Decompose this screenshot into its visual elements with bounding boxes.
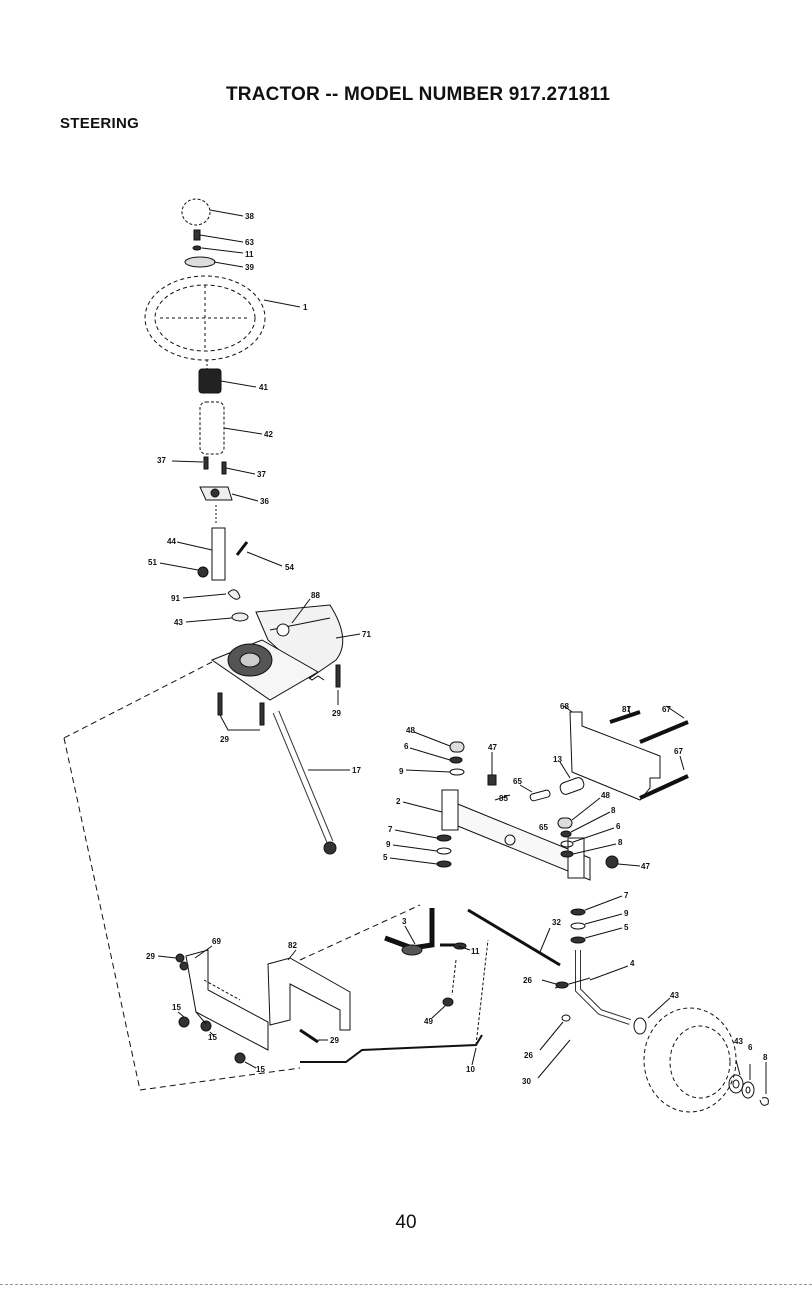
callout-5: 5	[624, 923, 629, 932]
callout-91: 91	[171, 594, 180, 603]
adapter-41	[199, 369, 221, 393]
callout-15: 15	[256, 1065, 265, 1074]
callout-39: 39	[245, 263, 254, 272]
callout-5: 5	[383, 853, 388, 862]
callout-37: 37	[257, 470, 266, 479]
callout-29: 29	[330, 1036, 339, 1045]
callout-88: 88	[311, 591, 320, 600]
callout-26: 26	[524, 1051, 533, 1060]
callout-15: 15	[208, 1033, 217, 1042]
callout-49: 49	[424, 1017, 433, 1026]
callout-38: 38	[245, 212, 254, 221]
bracket-69	[186, 950, 268, 1050]
boot-42	[200, 402, 224, 454]
front-wheel	[644, 1008, 736, 1112]
callout-67: 67	[674, 747, 683, 756]
callout-11: 11	[245, 250, 254, 259]
callout-9: 9	[386, 840, 391, 849]
callout-69: 69	[212, 937, 221, 946]
callout-3: 3	[402, 917, 407, 926]
disc-39	[185, 257, 215, 267]
callout-1: 1	[303, 303, 308, 312]
callout-6: 6	[616, 822, 621, 831]
callout-9: 9	[399, 767, 404, 776]
callout-67: 67	[662, 705, 671, 714]
callout-13: 13	[553, 755, 562, 764]
callout-71: 71	[362, 630, 371, 639]
callout-29: 29	[146, 952, 155, 961]
callout-6: 6	[748, 1043, 753, 1052]
spindle-right	[578, 950, 630, 1022]
callout-43: 43	[174, 618, 183, 627]
callout-44: 44	[167, 537, 176, 546]
callout-65: 65	[513, 777, 522, 786]
callout-63: 63	[245, 238, 254, 247]
page-number: 40	[0, 1212, 812, 1234]
callout-48: 48	[406, 726, 415, 735]
callout-10: 10	[466, 1065, 475, 1074]
callout-42: 42	[264, 430, 273, 439]
callout-8: 8	[611, 806, 616, 815]
callout-82: 82	[288, 941, 297, 950]
callout-7: 7	[624, 891, 629, 900]
leader-38	[210, 210, 243, 216]
callout-47: 47	[488, 743, 497, 752]
spindle-left	[385, 908, 432, 948]
callout-68: 68	[560, 702, 569, 711]
callout-85: 85	[499, 794, 508, 803]
shaft-44	[212, 528, 225, 580]
callout-7: 7	[388, 825, 393, 834]
callout-54: 54	[285, 563, 294, 572]
callout-48: 48	[601, 791, 610, 800]
bracket-82	[268, 958, 350, 1030]
callout-65: 65	[539, 823, 548, 832]
callout-29: 29	[332, 709, 341, 718]
callout-4: 4	[630, 959, 635, 968]
footer-divider	[0, 1284, 812, 1286]
callout-51: 51	[148, 558, 157, 567]
callout-9: 9	[624, 909, 629, 918]
callout-43: 43	[670, 991, 679, 1000]
callout-30: 30	[522, 1077, 531, 1086]
callout-41: 41	[259, 383, 268, 392]
callout-8: 8	[618, 838, 623, 847]
callout-26: 26	[523, 976, 532, 985]
callout-47: 47	[641, 862, 650, 871]
callout-8: 8	[763, 1053, 768, 1062]
callout-11: 11	[471, 947, 480, 956]
bushing-13	[559, 776, 586, 795]
callout-32: 32	[552, 918, 561, 927]
drag-rod-10	[300, 1035, 482, 1062]
callout-29: 29	[220, 735, 229, 744]
callout-87: 87	[622, 705, 631, 714]
bolt-63	[194, 230, 200, 240]
callout-15: 15	[172, 1003, 181, 1012]
callout-43: 43	[734, 1037, 743, 1046]
callout-37: 37	[157, 456, 166, 465]
callout-6: 6	[404, 742, 409, 751]
wheel-cap	[182, 199, 210, 225]
callout-2: 2	[396, 797, 401, 806]
callout-17: 17	[352, 766, 361, 775]
callout-36: 36	[260, 497, 269, 506]
